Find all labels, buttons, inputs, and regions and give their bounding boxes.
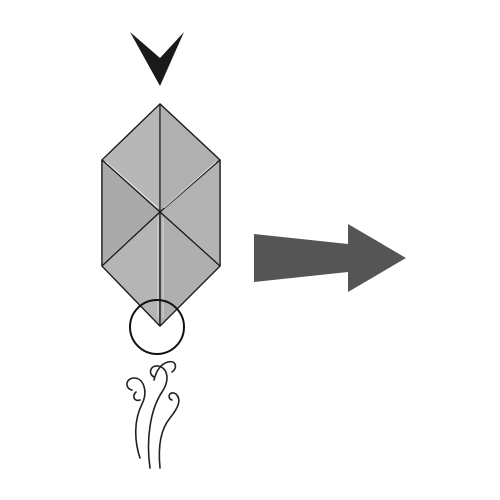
blow-swirl (126, 360, 180, 469)
next-step-arrow (254, 224, 406, 292)
paper-model (101, 103, 221, 327)
inner-right-crease (163, 161, 217, 209)
fold-direction-arrow (130, 32, 184, 86)
inner-left-crease (105, 161, 159, 209)
focus-circle (129, 299, 185, 355)
